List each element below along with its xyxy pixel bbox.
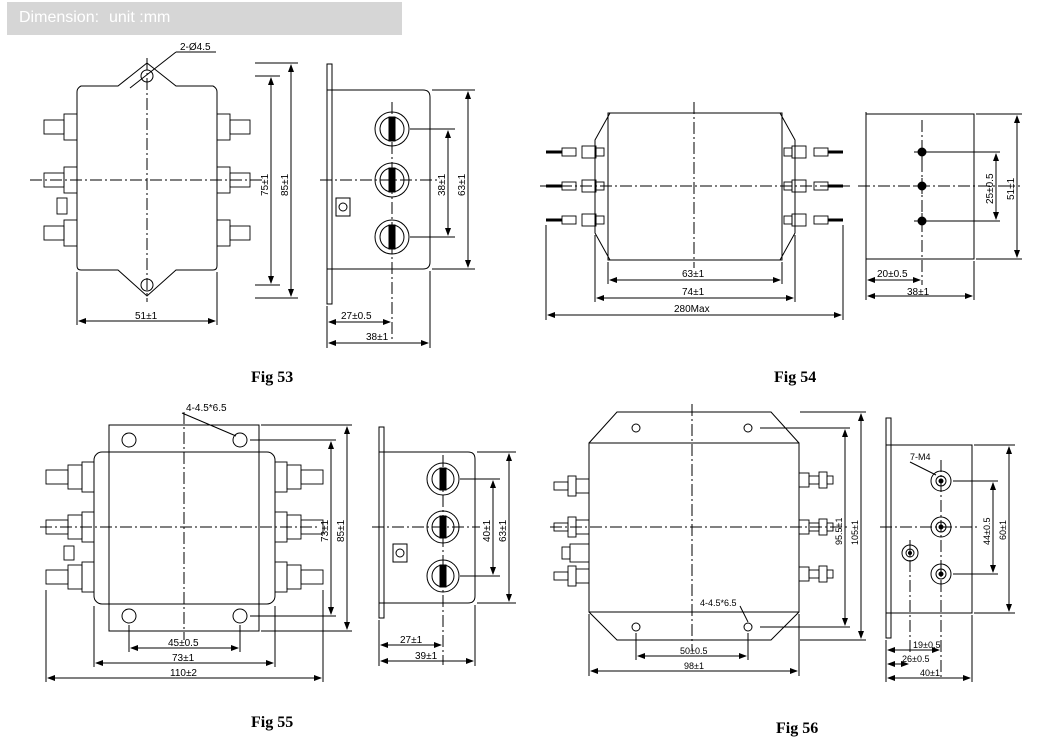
fig55-body-width-dim: 73±1 [172, 653, 195, 664]
fig55-height-dim: 85±1 [336, 519, 347, 542]
fig53-terminal-spacing-dim: 38±1 [437, 173, 448, 196]
fig55-overall-width-dim: 110±2 [170, 668, 197, 679]
fig54-dimension-labels: 63±1 74±1 280Max 25±0.5 51±1 20±0.5 38±1 [674, 173, 1017, 315]
fig55-side-height-dim: 63±1 [498, 519, 509, 542]
fig55-vertical-hole-spacing-dim: 73±1 [320, 519, 331, 542]
fig56-side-height-dim: 60±1 [998, 520, 1008, 540]
fig56-dimension-labels: 4-4.5*6.5 7-M4 50±0.5 98±1 95.5±1 105±1 … [680, 452, 1008, 678]
fig56-terminal-spacing-dim: 44±0.5 [982, 518, 992, 545]
fig54-lead-length-dim: 280Max [674, 304, 710, 315]
fig55-hole-note: 4-4.5*6.5 [186, 403, 227, 414]
fig55-side-view [372, 426, 516, 666]
fig55-dimension-labels: 4-4.5*6.5 45±0.5 73±1 110±2 73±1 85±1 40… [168, 403, 509, 679]
fig55-hole-spacing-dim: 45±0.5 [168, 638, 199, 649]
fig53-caption: Fig 53 [251, 369, 293, 386]
fig56-side-view [880, 417, 1015, 682]
fig56-stud-offset-dim: 26±0.5 [902, 654, 929, 664]
fig54-terminal-spacing-dim: 25±0.5 [985, 173, 996, 204]
fig53-front-view [30, 51, 298, 325]
fig56-front-view [550, 404, 866, 676]
fig54-depth-dim: 38±1 [907, 287, 930, 298]
fig56-width-dim: 98±1 [684, 661, 704, 671]
fig54-width-dim: 63±1 [682, 269, 705, 280]
fig55-depth-dim: 39±1 [415, 651, 438, 662]
fig56-stud-note: 7-M4 [910, 452, 931, 462]
fig53-side-height-dim: 63±1 [457, 173, 468, 196]
dimension-banner: Dimension: unit :mm [7, 2, 402, 35]
fig53-height-dim: 85±1 [280, 173, 291, 196]
fig54-height-dim: 51±1 [1006, 177, 1017, 200]
fig55-terminal-spacing-dim: 40±1 [482, 519, 493, 542]
fig56-caption: Fig 56 [776, 720, 818, 737]
fig53-hole-note: 2-Ø4.5 [180, 42, 211, 53]
fig53-depth-dim: 38±1 [366, 332, 389, 343]
fig56-vertical-hole-spacing-dim: 95.5±1 [834, 518, 844, 545]
fig56-hole-note: 4-4.5*6.5 [700, 598, 737, 608]
fig56-terminal-offset-dim: 19±0.5 [913, 640, 940, 650]
dimension-label: Dimension: [19, 9, 100, 26]
unit-label: unit :mm [109, 9, 171, 26]
fig54-caption: Fig 54 [774, 369, 816, 386]
fig54-overall-width-dim: 74±1 [682, 287, 705, 298]
fig53-side-view [320, 63, 475, 348]
fig56-hole-spacing-dim: 50±0.5 [680, 646, 707, 656]
fig55-front-view [40, 412, 352, 682]
fig56-depth-dim: 40±1 [920, 668, 940, 678]
fig54-side-view [858, 112, 1022, 300]
fig53-terminal-offset-dim: 27±0.5 [341, 311, 372, 322]
fig54-terminal-offset-dim: 20±0.5 [877, 269, 908, 280]
fig53-hole-spacing-dim: 75±1 [260, 173, 271, 196]
fig53-dimension-labels: 2-Ø4.5 51±1 75±1 85±1 38±1 63±1 27±0.5 3… [135, 42, 468, 343]
fig53-width-dim: 51±1 [135, 311, 158, 322]
fig56-height-dim: 105±1 [850, 520, 860, 545]
fig55-terminal-offset-dim: 27±1 [400, 635, 423, 646]
fig54-front-view [540, 102, 850, 320]
fig55-caption: Fig 55 [251, 714, 293, 731]
